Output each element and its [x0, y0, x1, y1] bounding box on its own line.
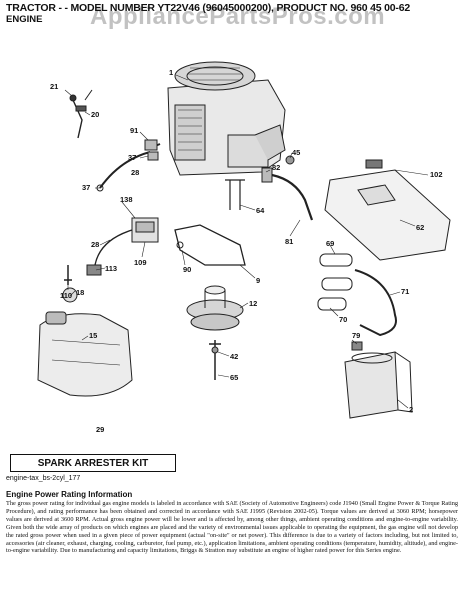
callout-65: 65 [230, 373, 238, 382]
callout-138: 138 [120, 195, 133, 204]
ignition-module-part [86, 217, 159, 276]
document-id: engine-tax_bs-2cyl_177 [6, 475, 81, 482]
callout-91: 91 [130, 126, 138, 135]
callout-71: 71 [401, 287, 409, 296]
callout-90: 90 [183, 265, 191, 274]
gasket-part [317, 253, 397, 337]
callout-labels: 1 21 20 91 37 28 37 45 82 102 64 81 138 … [50, 68, 443, 414]
watermark: AppliancePartsPros.com [90, 3, 386, 30]
heat-shield-part [324, 159, 451, 261]
callout-42: 42 [230, 352, 238, 361]
page-header: AppliancePartsPros.com TRACTOR - - MODEL… [0, 0, 463, 40]
spark-plug-part [64, 265, 72, 285]
callout-12: 12 [249, 299, 257, 308]
engine-part [167, 61, 286, 176]
page-title: TRACTOR - - MODEL NUMBER YT22V46 (960450… [6, 2, 410, 14]
callout-28-lower: 28 [91, 240, 99, 249]
callout-79: 79 [352, 331, 360, 340]
callout-15: 15 [89, 331, 97, 340]
callout-102: 102 [430, 170, 443, 179]
callout-64: 64 [256, 206, 265, 215]
callout-110: 110 [60, 291, 72, 300]
callout-28-upper: 28 [131, 168, 139, 177]
callout-69: 69 [326, 239, 334, 248]
callout-2: 2 [409, 405, 413, 414]
callout-18: 18 [76, 288, 84, 297]
callout-37-upper: 37 [128, 153, 136, 162]
throttle-control-part [69, 89, 93, 139]
fuel-pump-part [261, 155, 314, 221]
callout-62: 62 [416, 223, 424, 232]
callout-21: 21 [50, 82, 58, 91]
parts-diagram: 1 21 20 91 37 28 37 45 82 102 64 81 138 … [0, 40, 463, 430]
bolt-part [225, 179, 245, 210]
pulley-bolt-part [209, 340, 221, 380]
callout-113: 113 [105, 264, 117, 273]
spark-arrester-kit-label: SPARK ARRESTER KIT [10, 454, 176, 472]
callout-9: 9 [256, 276, 260, 285]
muffler-part [344, 341, 413, 419]
callout-1: 1 [169, 68, 173, 77]
callout-45: 45 [292, 148, 300, 157]
bracket-part [174, 224, 246, 266]
callout-70: 70 [339, 315, 347, 324]
fuel-line-part [96, 139, 161, 192]
callout-82: 82 [272, 163, 280, 172]
fuel-tank-part [37, 287, 133, 397]
callout-37-lower: 37 [82, 183, 90, 192]
rating-section-title: Engine Power Rating Information [6, 490, 133, 499]
rating-section-text: The gross power rating for individual ga… [6, 500, 458, 555]
kit-number: 29 [96, 425, 105, 434]
parts-diagram-drawing: 1 21 20 91 37 28 37 45 82 102 64 81 138 … [37, 61, 451, 419]
callout-20: 20 [91, 110, 99, 119]
callout-109: 109 [134, 258, 147, 267]
callout-81: 81 [285, 237, 293, 246]
pulley-part [186, 285, 244, 331]
page-subtitle: ENGINE [6, 14, 43, 25]
